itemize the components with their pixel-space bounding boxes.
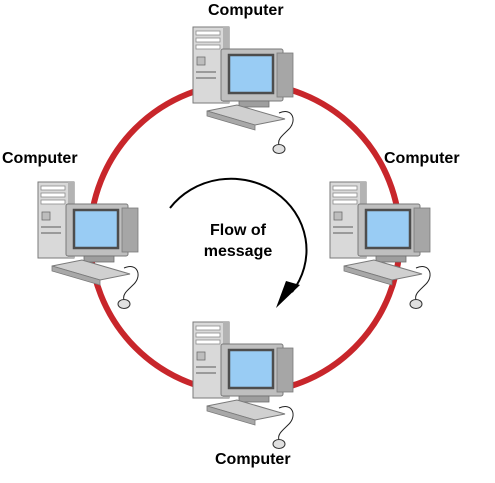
node-label-top: Computer <box>208 2 284 19</box>
desktop-computer-icon <box>36 180 140 310</box>
desktop-computer-icon <box>191 25 295 155</box>
node-label-left: Computer <box>2 150 78 167</box>
flow-label-line2: message <box>203 243 273 260</box>
flow-label: Flow of message <box>186 220 290 262</box>
computer-bottom <box>191 320 295 450</box>
arrow-head-icon <box>276 281 300 308</box>
node-label-right: Computer <box>384 150 460 167</box>
computer-top <box>191 25 295 155</box>
flow-label-line1: Flow of <box>210 222 266 239</box>
desktop-computer-icon <box>191 320 295 450</box>
curved-arrow-icon <box>169 177 308 293</box>
node-label-bottom: Computer <box>215 451 291 468</box>
computer-right <box>328 180 432 310</box>
desktop-computer-icon <box>328 180 432 310</box>
computer-left <box>36 180 140 310</box>
